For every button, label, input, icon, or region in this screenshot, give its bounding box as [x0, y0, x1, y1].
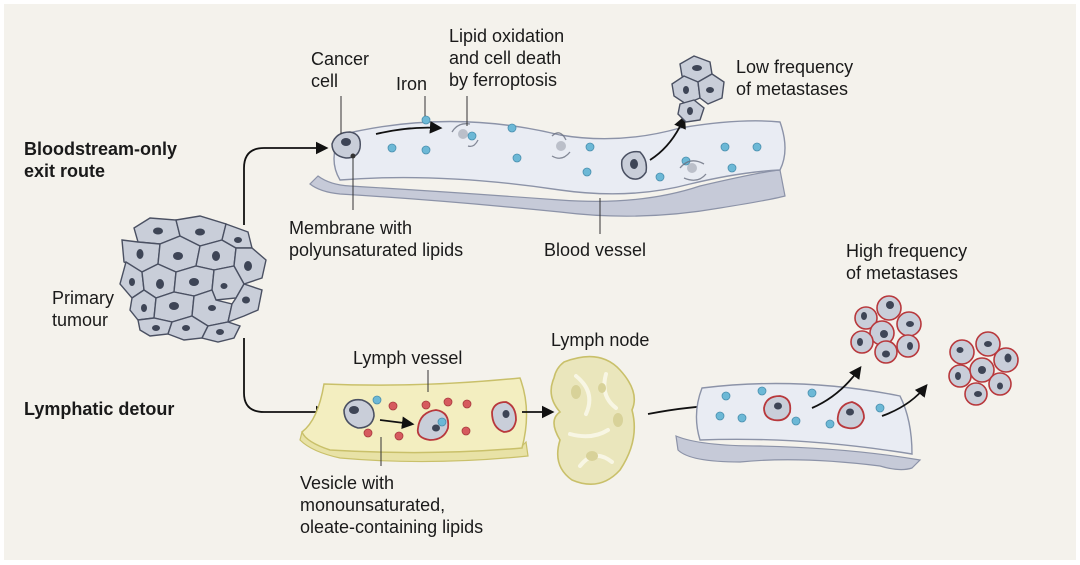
iron-label: Iron [396, 74, 428, 94]
lymph-cells [343, 398, 517, 441]
cancer-cell [331, 131, 362, 159]
vesicle-label: Vesicle with monounsaturated, oleate-con… [300, 473, 484, 537]
surviving-cancer-cell [620, 150, 648, 180]
bloodstream-route-arrow [243, 141, 329, 225]
diagram-svg [119, 55, 1019, 486]
lymphatic-route-arrow [243, 338, 329, 419]
iron-dots-lymph [372, 395, 447, 427]
iron-dots-lower [715, 386, 885, 429]
metastasis-arrow-2 [881, 384, 928, 417]
diagram-canvas: Bloodstream-only exit route Lymphatic de… [4, 4, 1076, 560]
vesicle-dots [363, 397, 472, 441]
high-frequency-metastasis-cluster [850, 295, 922, 364]
exit-arrow [649, 115, 686, 161]
lymph-node-label: Lymph node [551, 330, 650, 350]
lymph-vessel-label: Lymph vessel [353, 348, 463, 368]
low-frequency-label: Low frequency of metastases [736, 57, 854, 99]
flow-arrow [375, 121, 443, 135]
metastasis-arrow-1 [811, 365, 862, 409]
bloodstream-route-label: Bloodstream-only exit route [24, 139, 178, 181]
lymph-flow-arrow [379, 416, 415, 430]
blood-vessel [309, 120, 786, 217]
dying-cell [551, 132, 571, 159]
blood-vessel-label: Blood vessel [544, 240, 647, 260]
leader-lines [340, 96, 601, 466]
lymph-vessel [299, 377, 529, 463]
high-frequency-metastasis-cluster [948, 331, 1019, 406]
lymphatic-route-label: Lymphatic detour [24, 399, 175, 419]
membrane-label: Membrane with polyunsaturated lipids [289, 218, 464, 260]
iron-dots [387, 115, 762, 182]
blood-vessel-lower [675, 382, 922, 471]
dying-cell [679, 160, 707, 181]
primary-tumour-label: Primary tumour [52, 288, 114, 330]
protected-cells [763, 395, 865, 430]
cancer-cell-label: Cancer cell [311, 49, 370, 91]
dying-cell [451, 123, 479, 148]
low-frequency-metastasis-cluster [671, 55, 725, 123]
primary-tumour [119, 215, 267, 343]
lipid-oxidation-label: Lipid oxidation and cell death by ferrop… [449, 26, 565, 90]
high-frequency-label: High frequency of metastases [846, 241, 968, 283]
lymph-node [550, 355, 636, 486]
